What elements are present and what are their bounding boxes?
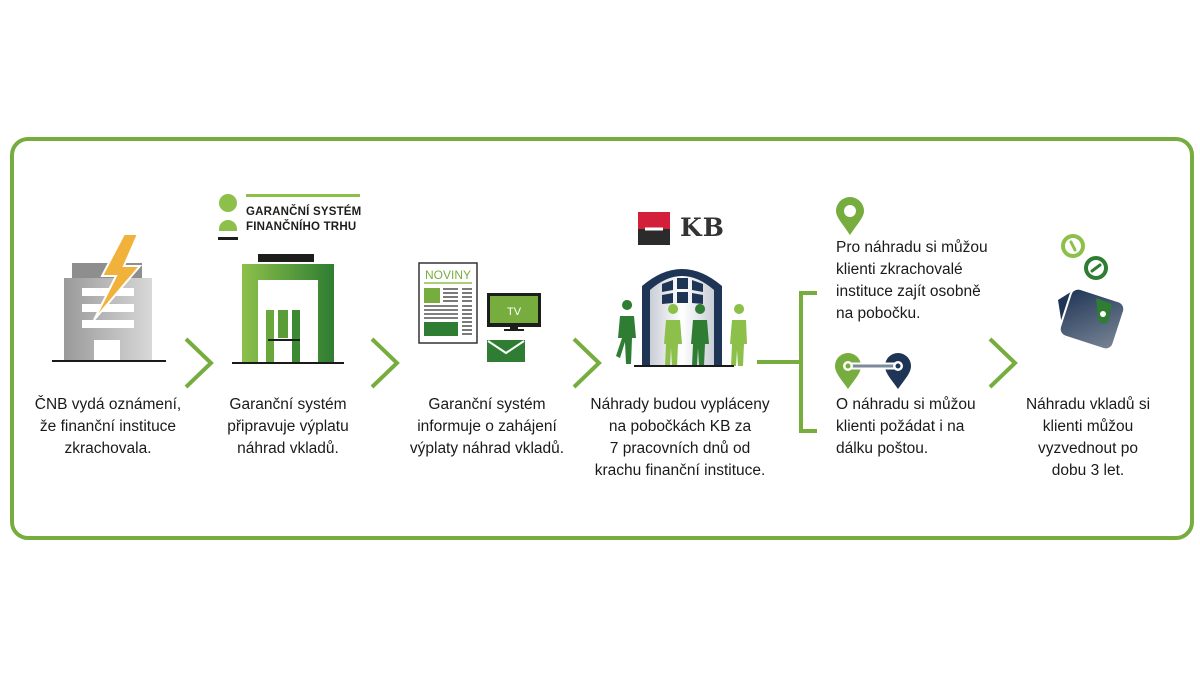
branch-connector (757, 291, 817, 433)
failed-bank-building-icon (52, 233, 166, 362)
kb-logo-text: KB (680, 213, 725, 242)
option-in-person-caption: Pro náhradu si můžou klienti zkrachovalé… (836, 239, 988, 322)
option-remote-caption: O náhradu si můžou klienti požádat i na … (836, 396, 976, 457)
step-media-caption: Garanční systém informuje o zahájení výp… (409, 396, 565, 457)
newspaper-label: NOVINY (425, 268, 471, 282)
newspaper-icon: NOVINY (418, 262, 478, 344)
guarantee-system-building-icon (232, 254, 344, 364)
gfs-logo-icon (218, 194, 360, 240)
chevron-right-icon (988, 337, 1018, 389)
location-pin-icon (836, 197, 864, 235)
chevron-right-icon (184, 337, 214, 389)
tv-label: TV (507, 306, 522, 318)
kb-logo-icon (638, 212, 670, 245)
remote-connection-pins-icon (835, 353, 911, 389)
coin (1061, 234, 1085, 258)
step-gfs-caption: Garanční systém připravuje výplatu náhra… (227, 396, 349, 457)
tv-icon: TV (487, 293, 541, 331)
step-wallet-caption: Náhradu vkladů si klienti můžou vyzvedno… (1025, 396, 1151, 479)
coin (1084, 256, 1108, 280)
step-cnb-caption: ČNB vydá oznámení, že finanční instituce… (34, 396, 182, 457)
mail-envelope-icon (487, 340, 525, 362)
process-frame (10, 137, 1194, 540)
chevron-right-icon (370, 337, 400, 389)
kb-branch-building-icon (616, 269, 747, 367)
wallet-coins-icon (1058, 234, 1126, 351)
chevron-right-icon (572, 337, 602, 389)
people-silhouettes (616, 300, 747, 366)
lightning-bolt (93, 233, 143, 321)
gfs-logo-text: GARANČNÍ SYSTÉM FINANČNÍHO TRHU (246, 206, 362, 233)
step-kb-caption: Náhrady budou vypláceny na pobočkách KB … (590, 396, 770, 479)
